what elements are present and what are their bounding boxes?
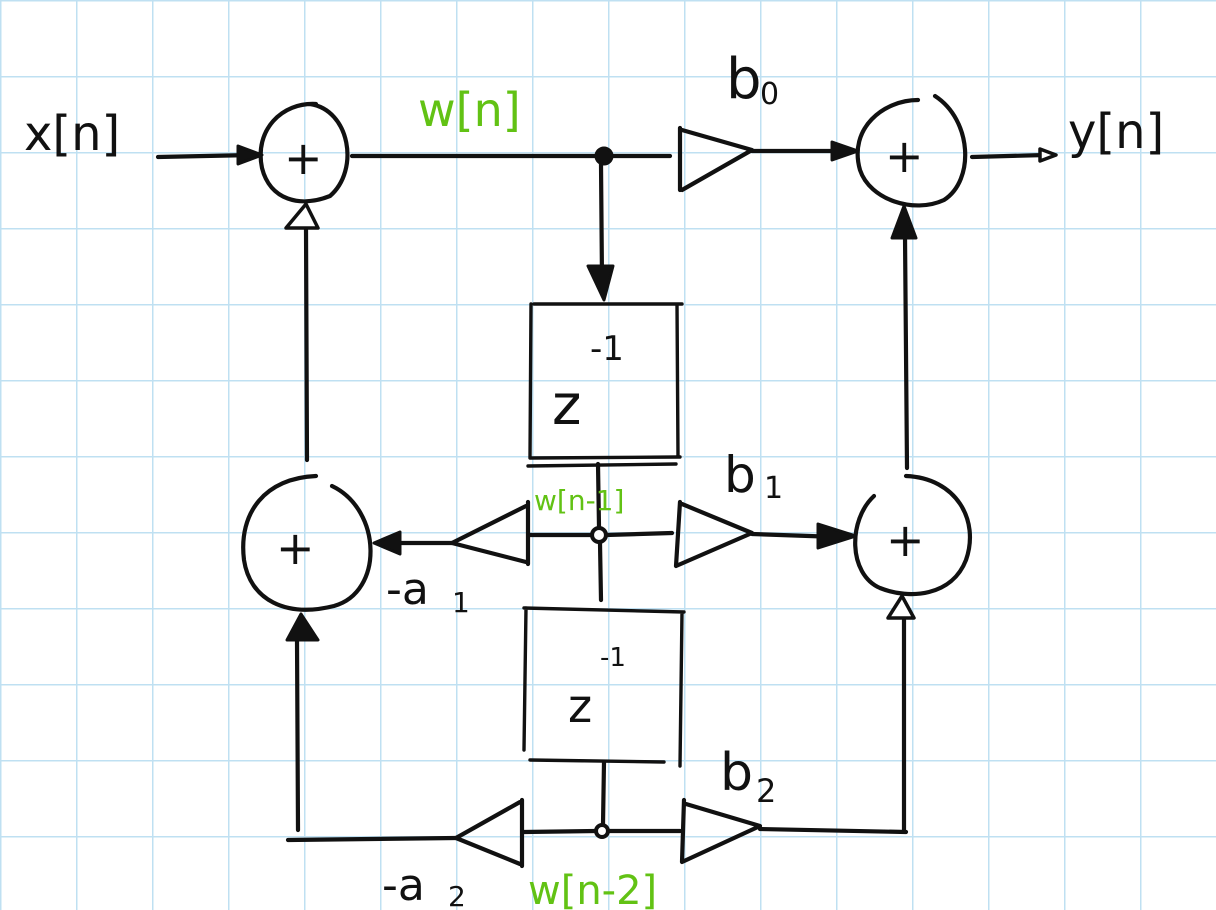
wire-w-n-down bbox=[598, 161, 605, 283]
wire-left-upper bbox=[303, 225, 310, 463]
arrow-up-into-middle-left-adder bbox=[285, 612, 320, 642]
adder-middle-left-outline bbox=[241, 473, 373, 612]
gain-b1-triangle bbox=[673, 499, 755, 569]
adder-middle-right: + bbox=[853, 473, 972, 597]
signal-label-w-n-1: w[n-1] bbox=[534, 484, 624, 517]
arrow-into-middle-left-adder bbox=[372, 530, 402, 556]
adder-top-left-outline bbox=[258, 101, 350, 204]
gain-label-b1-text: 1 bbox=[764, 471, 783, 506]
arrow-up-into-middle-right-adder bbox=[886, 594, 916, 620]
adder-top-right: + bbox=[855, 93, 968, 208]
gain-label-b0-text: b bbox=[726, 47, 762, 112]
signal-label-w-n-2: w[n-2] bbox=[528, 868, 657, 910]
gain-a1-triangle bbox=[449, 499, 531, 567]
arrow-up-into-top-left-adder bbox=[284, 202, 320, 230]
arrow-into-first-delay bbox=[586, 264, 615, 302]
arrow-into-middle-right-adder bbox=[816, 522, 858, 550]
delay-box-1-outline bbox=[528, 302, 684, 460]
gain-label-b0-text: 0 bbox=[760, 77, 779, 112]
adder-middle-left: + bbox=[241, 473, 373, 612]
node-w-n bbox=[594, 146, 614, 166]
delay-divider-1 bbox=[526, 462, 678, 468]
adder-top-right-plus: + bbox=[885, 129, 924, 183]
gain-b2-triangle bbox=[679, 797, 763, 865]
delay-1-exponent: -1 bbox=[590, 329, 624, 369]
wire-w-n-2 bbox=[521, 828, 683, 835]
adder-middle-right-outline bbox=[853, 473, 972, 597]
signal-label-w-n: w[n] bbox=[418, 83, 521, 137]
arrow-output bbox=[1038, 147, 1058, 163]
input-label: x[n] bbox=[24, 106, 120, 162]
gain-label-a1: -a 1 bbox=[386, 564, 470, 619]
wire-input bbox=[155, 152, 255, 160]
delay-1-z: z bbox=[552, 373, 581, 438]
gain-label-a1-text: 1 bbox=[452, 586, 470, 619]
gain-b0-triangle bbox=[677, 125, 755, 193]
gain-a2-triangle bbox=[453, 797, 525, 869]
wire-left-lower bbox=[294, 637, 301, 833]
adder-top-left: + bbox=[258, 101, 350, 204]
gain-label-b0: b 0 bbox=[726, 47, 779, 112]
gain-label-b2-text: b bbox=[720, 743, 753, 803]
gain-label-b2-text: 2 bbox=[756, 772, 776, 810]
arrow-into-top-left-adder bbox=[236, 144, 264, 166]
wire-b2-out bbox=[757, 826, 909, 835]
arrow-up-into-top-right-adder bbox=[890, 204, 918, 240]
delay-box-1: z -1 bbox=[528, 302, 684, 460]
wire-delay2-to-node bbox=[600, 759, 607, 827]
wire-output bbox=[969, 152, 1048, 160]
gain-label-b2: b 2 bbox=[720, 743, 776, 810]
delay-box-2: z -1 bbox=[522, 606, 686, 768]
gain-label-a1-text: -a bbox=[386, 564, 429, 615]
delay-2-exponent: -1 bbox=[600, 643, 626, 673]
arrow-into-top-right-adder bbox=[830, 140, 860, 162]
wire-right-upper bbox=[902, 233, 910, 471]
adder-top-right-outline bbox=[855, 93, 968, 208]
adder-middle-right-plus: + bbox=[886, 513, 925, 567]
gain-label-a2-text: 2 bbox=[448, 880, 466, 910]
wire-w-n-1 bbox=[527, 530, 675, 538]
gain-label-a2: -a 2 bbox=[382, 860, 466, 910]
delay-box-2-outline bbox=[522, 606, 686, 768]
adder-top-left-plus: + bbox=[284, 131, 323, 185]
delay-divider-2 bbox=[528, 758, 666, 764]
gain-label-a2-text: -a bbox=[382, 860, 425, 910]
gain-label-b1-text: b bbox=[724, 446, 756, 504]
wire-node1-down bbox=[597, 540, 604, 603]
wire-a2-out bbox=[285, 835, 459, 843]
output-label: y[n] bbox=[1068, 104, 1164, 160]
adder-middle-left-plus: + bbox=[276, 521, 315, 575]
wire-delay1-to-node bbox=[595, 461, 602, 530]
gain-label-b1: b 1 bbox=[724, 446, 783, 506]
delay-2-z: z bbox=[568, 679, 592, 733]
